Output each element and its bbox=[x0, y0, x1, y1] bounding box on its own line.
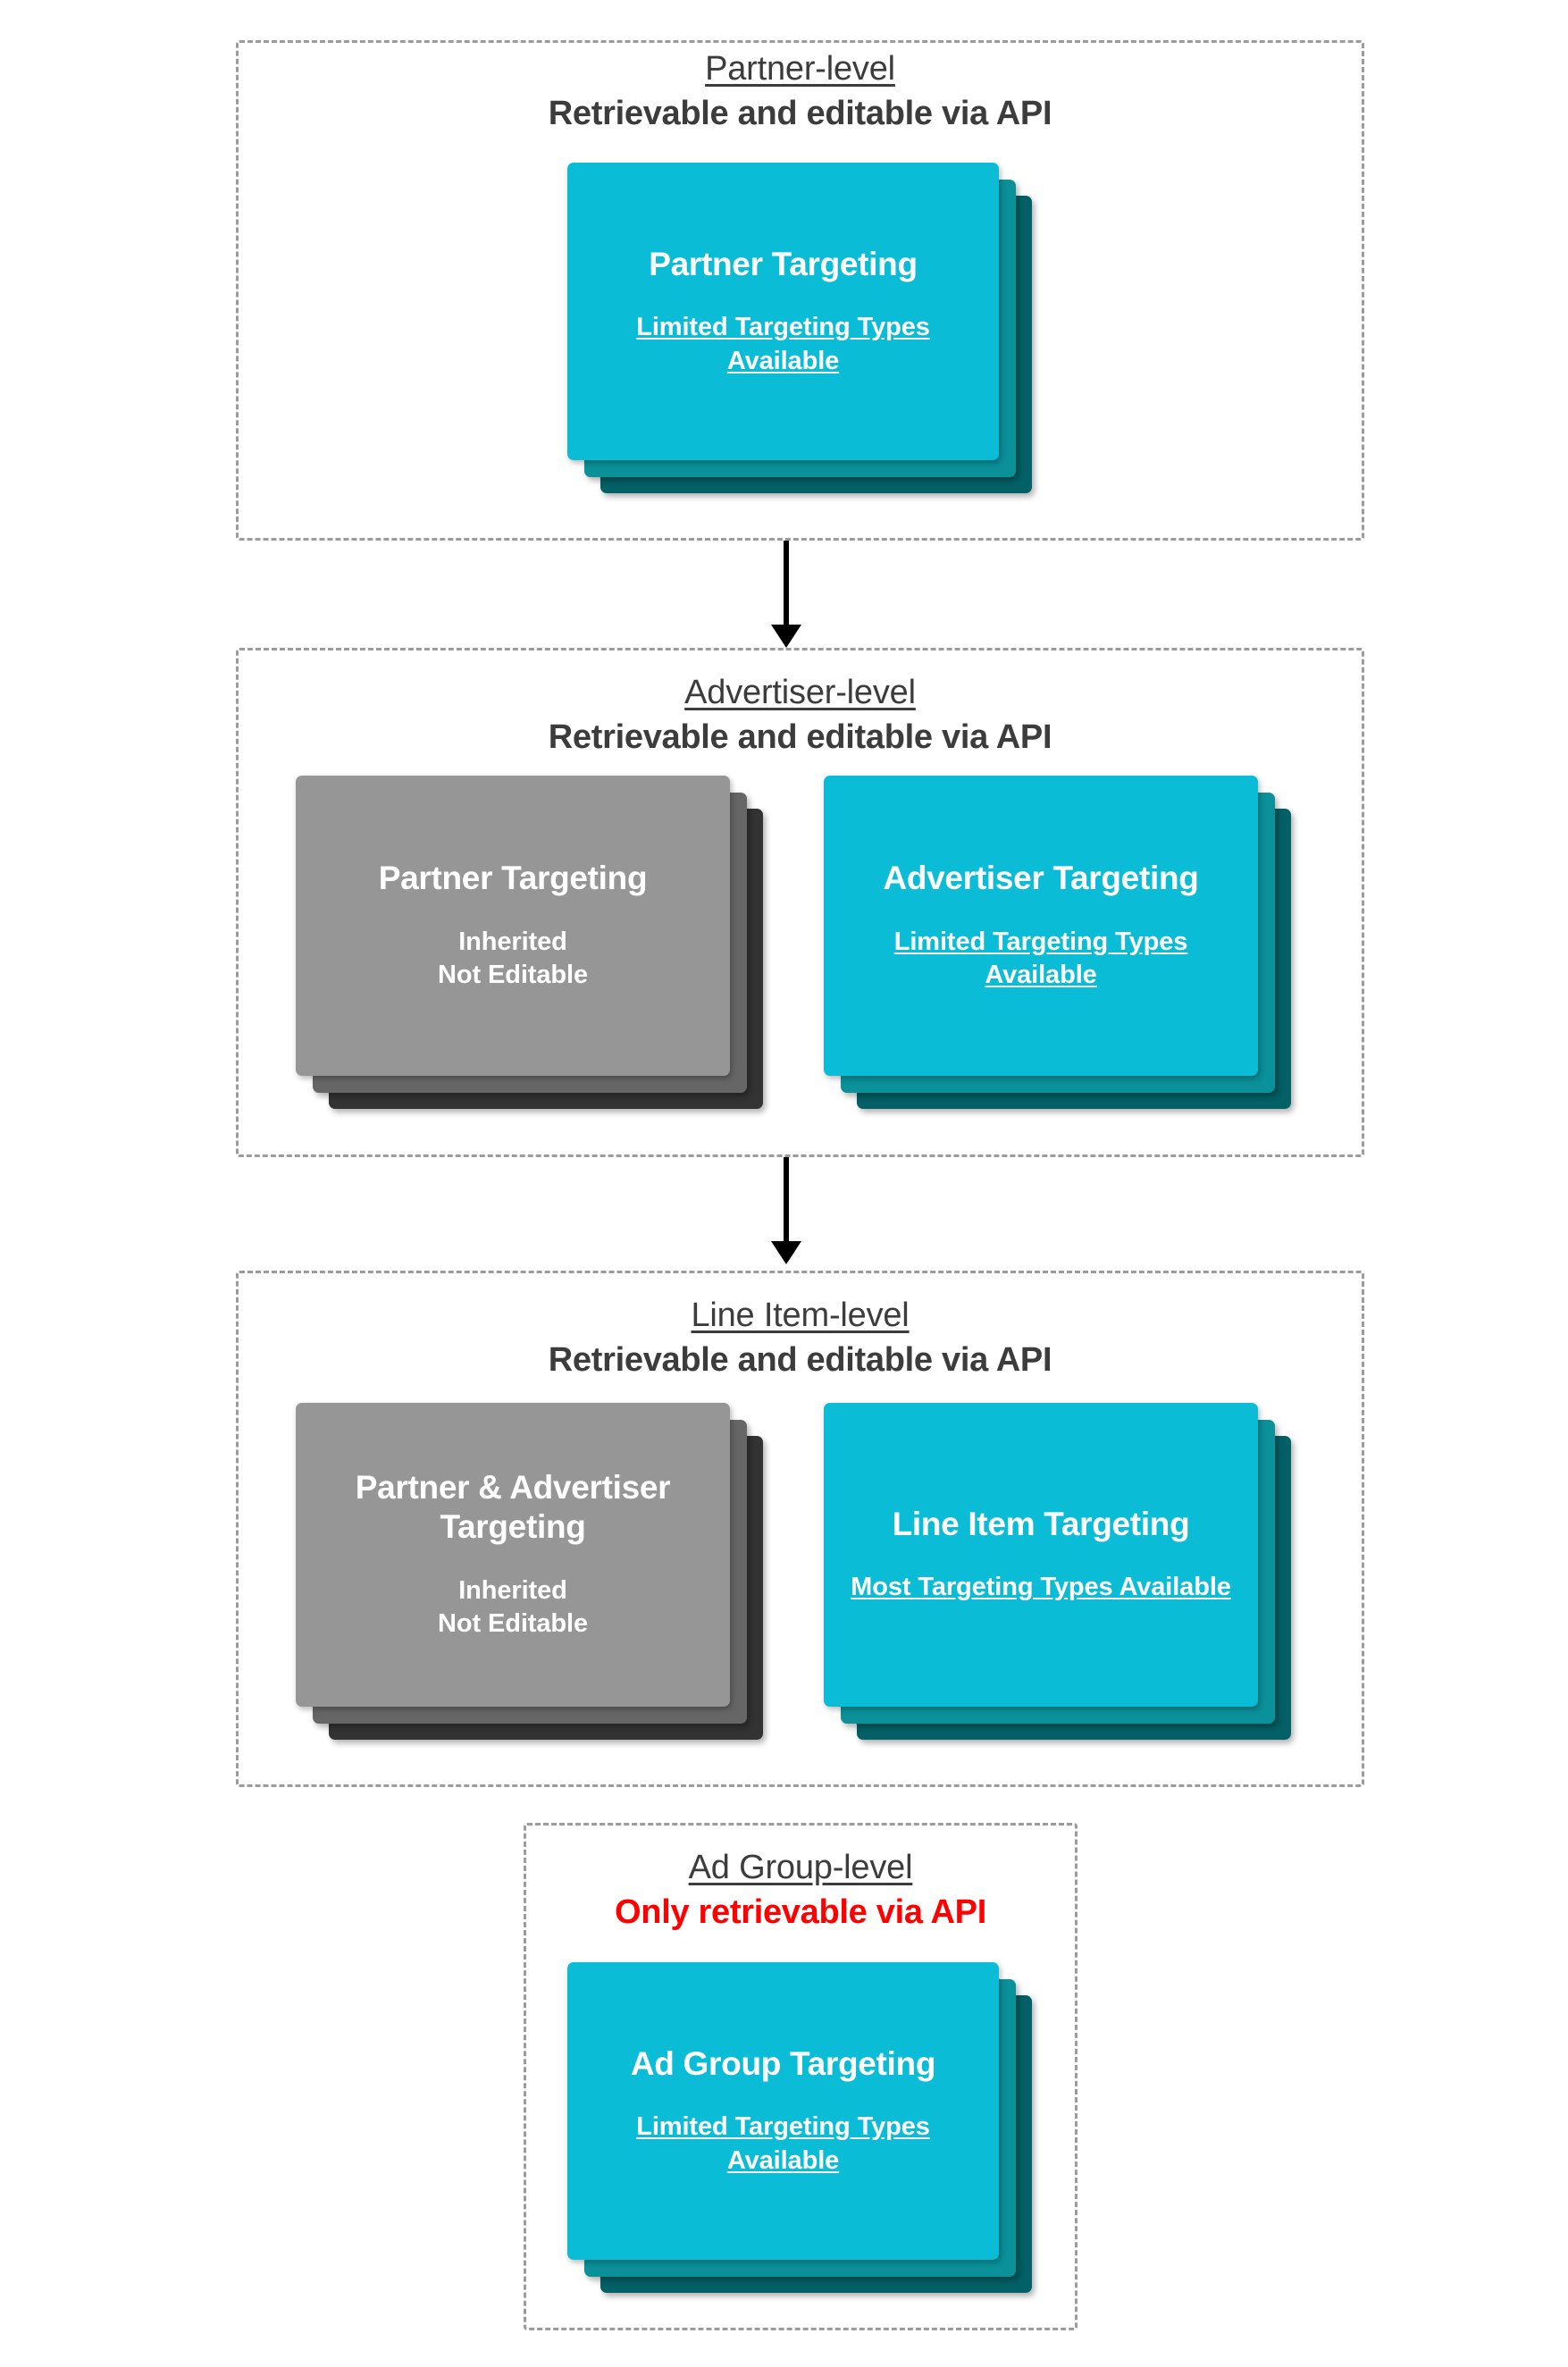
level-title-ad-group: Ad Group-level bbox=[688, 1849, 913, 1886]
card-title: Partner Targeting bbox=[378, 860, 648, 897]
card-note: Limited Targeting Types Available bbox=[893, 927, 1188, 990]
arrow-shaft bbox=[784, 1157, 789, 1243]
card-title: Partner Targeting bbox=[649, 245, 918, 282]
card-title: Advertiser Targeting bbox=[883, 860, 1199, 897]
card-note: Limited Targeting Types Available bbox=[636, 2112, 930, 2175]
card-stack-advertiser-partner-inherited: Partner Targeting Inherited Not Editable bbox=[296, 776, 769, 1124]
arrow-shaft bbox=[784, 541, 789, 626]
card-title: Line Item Targeting bbox=[892, 1505, 1190, 1542]
card-note: Inherited Not Editable bbox=[438, 927, 588, 990]
level-header-advertiser: Advertiser-level Retrievable and editabl… bbox=[236, 673, 1364, 758]
level-subtitle-line-item: Retrievable and editable via API bbox=[548, 1340, 1052, 1379]
card-partner-targeting-inherited[interactable]: Partner Targeting Inherited Not Editable bbox=[296, 776, 730, 1076]
card-note: Limited Targeting Types Available bbox=[636, 313, 930, 375]
card-partner-advertiser-targeting-inherited[interactable]: Partner & Advertiser Targeting Inherited… bbox=[296, 1403, 730, 1707]
arrow-head-icon bbox=[771, 625, 801, 648]
level-title-partner: Partner-level bbox=[705, 50, 895, 88]
card-ad-group-targeting[interactable]: Ad Group Targeting Limited Targeting Typ… bbox=[567, 1962, 999, 2260]
card-note: Inherited Not Editable bbox=[438, 1575, 588, 1639]
level-title-line-item: Line Item-level bbox=[691, 1297, 910, 1334]
card-title: Partner & Advertiser Targeting bbox=[355, 1468, 671, 1546]
level-header-partner: Partner-level Retrievable and editable v… bbox=[236, 49, 1364, 134]
card-line-item-targeting[interactable]: Line Item Targeting Most Targeting Types… bbox=[824, 1403, 1258, 1707]
level-box-ad-group bbox=[524, 1823, 1077, 2330]
card-note: Most Targeting Types Available bbox=[851, 1573, 1231, 1602]
level-subtitle-advertiser: Retrievable and editable via API bbox=[548, 718, 1052, 756]
card-stack-line-item-inherited: Partner & Advertiser Targeting Inherited… bbox=[296, 1403, 769, 1760]
level-title-advertiser: Advertiser-level bbox=[684, 674, 916, 711]
arrow-partner-to-advertiser bbox=[768, 541, 804, 648]
level-subtitle-ad-group: Only retrievable via API bbox=[615, 1893, 986, 1931]
card-stack-line-item-targeting: Line Item Targeting Most Targeting Types… bbox=[824, 1403, 1297, 1760]
level-header-line-item: Line Item-level Retrievable and editable… bbox=[236, 1296, 1364, 1381]
level-box-line-item bbox=[236, 1271, 1364, 1787]
card-title: Ad Group Targeting bbox=[630, 2044, 936, 2082]
level-subtitle-partner: Retrievable and editable via API bbox=[548, 94, 1052, 132]
card-stack-partner-targeting: Partner Targeting Limited Targeting Type… bbox=[567, 163, 1032, 493]
card-stack-ad-group-targeting: Ad Group Targeting Limited Targeting Typ… bbox=[567, 1962, 1032, 2293]
arrow-head-icon bbox=[771, 1241, 801, 1264]
card-partner-targeting[interactable]: Partner Targeting Limited Targeting Type… bbox=[567, 163, 999, 460]
level-box-partner bbox=[236, 40, 1364, 541]
card-advertiser-targeting[interactable]: Advertiser Targeting Limited Targeting T… bbox=[824, 776, 1258, 1076]
level-header-ad-group: Ad Group-level Only retrievable via API bbox=[524, 1848, 1077, 1933]
level-box-advertiser bbox=[236, 648, 1364, 1157]
card-stack-advertiser-targeting: Advertiser Targeting Limited Targeting T… bbox=[824, 776, 1297, 1124]
arrow-advertiser-to-line-item bbox=[768, 1157, 804, 1264]
